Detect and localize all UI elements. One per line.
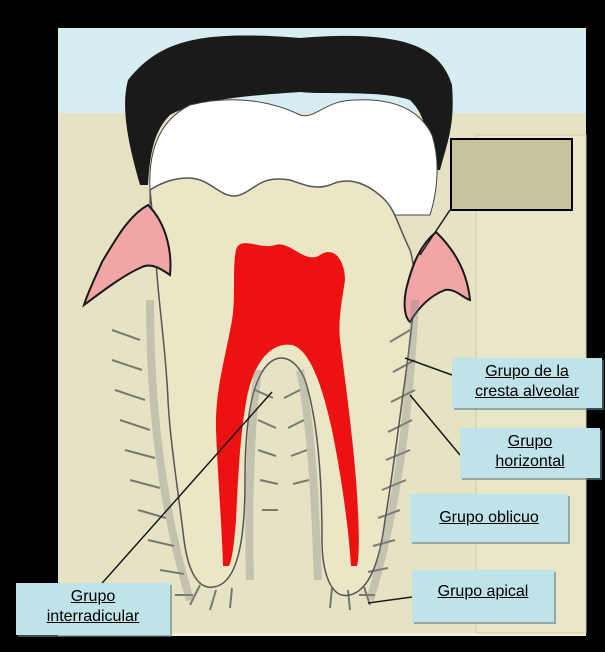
label-alveolar-crest-line2: cresta alveolar: [458, 382, 596, 402]
label-interradicular-group[interactable]: Grupo interradicular: [16, 583, 170, 635]
label-interradicular-line2: interradicular: [22, 607, 164, 627]
label-horizontal-line2: horizontal: [466, 452, 594, 472]
label-oblique-text: Grupo oblicuo: [439, 509, 539, 526]
label-alveolar-crest-line1: Grupo de la: [458, 362, 596, 382]
label-horizontal-group[interactable]: Grupo horizontal: [460, 428, 600, 478]
label-oblique-group[interactable]: Grupo oblicuo: [410, 494, 568, 542]
label-apical-group[interactable]: Grupo apical: [412, 570, 554, 622]
label-alveolar-crest-group[interactable]: Grupo de la cresta alveolar: [452, 358, 602, 408]
label-apical-text: Grupo apical: [438, 583, 529, 600]
blank-label-box: [450, 138, 573, 211]
label-horizontal-line1: Grupo: [466, 432, 594, 452]
label-interradicular-line1: Grupo: [22, 587, 164, 607]
